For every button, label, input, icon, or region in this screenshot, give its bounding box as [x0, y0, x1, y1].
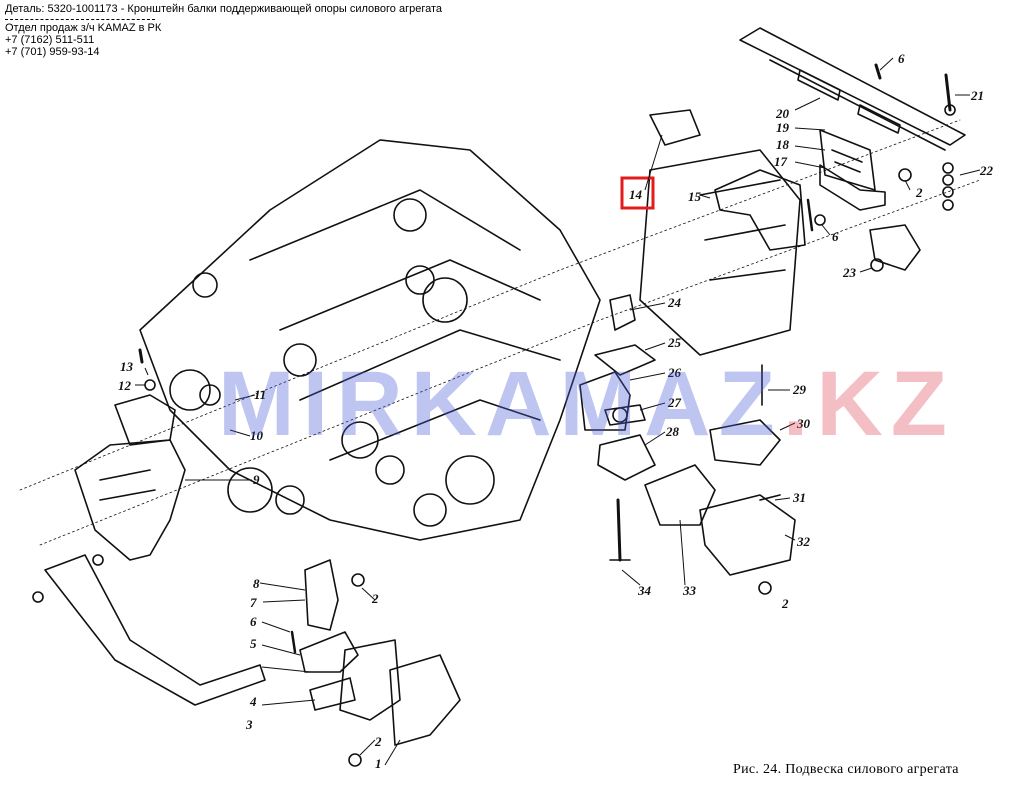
- label-18: 18: [776, 137, 790, 152]
- bracket-26: [579, 371, 631, 431]
- phone-1: +7 (7162) 511-511: [5, 34, 95, 46]
- document-header: Деталь: 5320-1001173 - Кронштейн балки п…: [5, 3, 442, 58]
- label-17: 17: [774, 154, 788, 169]
- label-9: 9: [253, 472, 260, 487]
- bracket-10: [114, 394, 176, 446]
- label-2-right: 2: [781, 596, 789, 611]
- label-4: 4: [249, 694, 257, 709]
- bracket-30: [709, 419, 781, 466]
- label-33: 33: [682, 583, 697, 598]
- label-3: 3: [245, 717, 253, 732]
- header-divider: [5, 19, 155, 20]
- label-19: 19: [776, 120, 790, 135]
- label-6-top: 6: [898, 51, 905, 66]
- figure-caption: Рис. 24. Подвеска силового агрегата: [733, 762, 959, 777]
- bracket-32: [699, 494, 796, 576]
- bracket-23: [869, 224, 921, 271]
- label-1: 1: [375, 756, 382, 771]
- phone-2: +7 (701) 959-93-14: [5, 46, 100, 58]
- label-30: 30: [796, 416, 811, 431]
- cross-beam-20: [739, 27, 966, 146]
- label-2-top: 2: [915, 185, 923, 200]
- label-2-left: 2: [371, 591, 379, 606]
- label-32: 32: [796, 534, 811, 549]
- cross-member: [44, 554, 266, 706]
- plate-25: [594, 344, 656, 376]
- cushion-24: [609, 294, 636, 331]
- bolt-21: [944, 73, 952, 112]
- label-25: 25: [667, 335, 682, 350]
- label-7: 7: [250, 595, 257, 610]
- washer-27: [604, 404, 646, 426]
- highlight-box: [620, 176, 655, 210]
- support-28: [597, 434, 656, 481]
- label-27: 27: [667, 395, 682, 410]
- label-34: 34: [637, 583, 652, 598]
- label-12: 12: [118, 378, 132, 393]
- label-22: 22: [979, 163, 994, 178]
- bracket-9: [74, 439, 186, 561]
- label-21: 21: [970, 88, 984, 103]
- label-6-mid: 6: [832, 229, 839, 244]
- cushion-33: [644, 464, 716, 526]
- label-14: 14: [629, 187, 643, 202]
- label-6-left: 6: [250, 614, 257, 629]
- label-5: 5: [250, 636, 257, 651]
- label-26: 26: [667, 365, 682, 380]
- label-24: 24: [667, 295, 682, 310]
- label-23: 23: [842, 265, 857, 280]
- label-31: 31: [792, 490, 806, 505]
- bracket-15: [714, 169, 806, 251]
- plate-3: [309, 677, 356, 711]
- detail-line: Деталь: 5320-1001173 - Кронштейн балки п…: [5, 3, 443, 15]
- label-2-bottom: 2: [374, 734, 382, 749]
- bracket-1: [339, 639, 401, 721]
- gearbox-body: [639, 149, 801, 356]
- label-13: 13: [120, 359, 134, 374]
- bracket-7: [304, 559, 339, 631]
- label-28: 28: [665, 424, 680, 439]
- sales-department: Отдел продаж з/ч KAMAZ в РК: [5, 22, 162, 34]
- bracket-17: [819, 164, 886, 211]
- bolt-34: [616, 498, 622, 562]
- label-29: 29: [792, 382, 807, 397]
- label-8: 8: [253, 576, 260, 591]
- label-11: 11: [254, 387, 266, 402]
- label-10: 10: [250, 428, 264, 443]
- bracket-18: [819, 129, 876, 191]
- label-15: 15: [688, 189, 702, 204]
- engine-block: [139, 139, 601, 541]
- cushion-4: [299, 631, 359, 673]
- label-20: 20: [775, 106, 790, 121]
